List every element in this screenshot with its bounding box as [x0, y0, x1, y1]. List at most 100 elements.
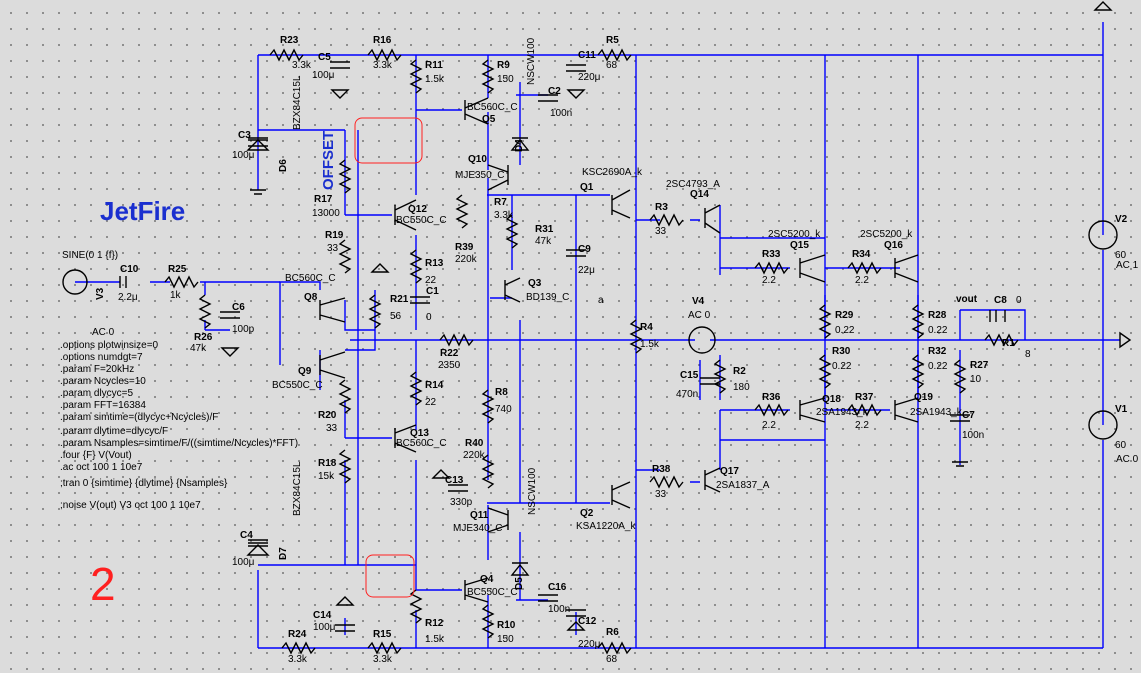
component-ref: D5 — [514, 577, 525, 590]
component-value: NSCW100 — [526, 37, 537, 85]
component-ref: C3 — [238, 130, 251, 141]
component-value: 2.2μ — [118, 292, 138, 303]
component-ref: R36 — [762, 392, 781, 403]
component-ref: Q4 — [480, 574, 494, 585]
component-ref: R18 — [318, 458, 337, 469]
component-ref: R27 — [970, 360, 989, 371]
component-value: 3.3k — [373, 654, 393, 665]
component-ref: R15 — [373, 629, 392, 640]
component-value: 56 — [390, 311, 402, 322]
component-value: 2.2 — [762, 420, 776, 431]
component-value: BC560C_C — [396, 438, 447, 449]
component-value: 0 — [1016, 295, 1022, 306]
component-value: KSC2690A_k — [582, 167, 643, 178]
component-value: 13000 — [312, 208, 340, 219]
component-ref: R3 — [655, 202, 668, 213]
component-value: 100μ — [232, 557, 255, 568]
component-value: BZX84C15L — [292, 75, 303, 130]
component-ref: D6 — [278, 159, 289, 172]
component-value: 3.3k — [373, 60, 393, 71]
spice-directive: .options plotwinsize=0 — [60, 340, 159, 351]
component-value: 1k — [170, 290, 182, 301]
component-ref: R13 — [425, 258, 444, 269]
spice-directive: ;noise V(out) V3 oct 100 1 10e7 — [60, 500, 201, 511]
component-ref: R28 — [928, 310, 947, 321]
component-value: 150 — [497, 74, 514, 85]
component-value: 68 — [606, 60, 618, 71]
component-ref: R30 — [832, 346, 851, 357]
component-value: 33 — [655, 226, 667, 237]
schematic-title: JetFire — [100, 196, 185, 226]
component-ref: Q11 — [470, 510, 489, 521]
spice-directive: .param Nsamples=simtime/F/((simtime/Ncyc… — [60, 438, 298, 449]
component-ref: Q10 — [468, 154, 487, 165]
component-value: 22μ — [578, 265, 595, 276]
component-value: BC560C_C — [467, 102, 518, 113]
component-ref: R9 — [497, 60, 510, 71]
component-ref: C10 — [120, 264, 139, 275]
component-value: 3.3k — [288, 654, 308, 665]
component-ref: Q16 — [884, 240, 903, 251]
component-ref: C1 — [426, 286, 439, 297]
component-value: 68 — [606, 654, 618, 665]
component-ref: C13 — [445, 475, 464, 486]
component-value: 330p — [450, 497, 473, 508]
spice-directive: .param simtime=(dlycyc+Ncycles)/F — [60, 412, 218, 423]
component-value: AC 0 — [688, 310, 711, 321]
component-value: 2SC4793_A — [666, 179, 720, 190]
component-value: NSCW100 — [527, 467, 538, 515]
component-ref: C7 — [962, 410, 975, 421]
component-ref: R31 — [535, 224, 554, 235]
component-ref: Q18 — [822, 394, 841, 405]
component-value: 60 — [1115, 440, 1127, 451]
page-number: 2 — [90, 558, 116, 610]
spice-directives: .options plotwinsize=0.options numdgt=7.… — [60, 340, 298, 511]
component-ref: R40 — [465, 438, 484, 449]
component-value: 1.5k — [425, 634, 445, 645]
component-ref: C4 — [240, 530, 253, 541]
component-value: 180 — [733, 382, 750, 393]
component-ref: Q9 — [298, 366, 312, 377]
component-ref: R5 — [606, 35, 619, 46]
component-ref: R34 — [852, 249, 871, 260]
component-ref: V4 — [692, 296, 705, 307]
component-ref: C12 — [578, 616, 597, 627]
highlight-box-bottom — [365, 554, 415, 598]
component-value: MJE350_C — [455, 170, 504, 181]
component-ref: R4 — [640, 322, 653, 333]
component-value: 470n — [676, 389, 698, 400]
component-ref: C11 — [578, 50, 596, 61]
wires — [75, 22, 1120, 649]
spice-directive: .param FFT=16384 — [60, 400, 146, 411]
component-ref: C9 — [578, 244, 591, 255]
component-value: 60 — [1115, 250, 1127, 261]
component-value: 220k — [463, 450, 486, 461]
component-ref: Q15 — [790, 240, 809, 251]
component-ref: R29 — [835, 310, 854, 321]
spice-directive: .four {F} V(Vout) — [60, 450, 132, 461]
component-ref: C8 — [994, 295, 1007, 306]
component-ref: R1 — [1002, 338, 1015, 349]
component-value: 100n — [548, 604, 570, 615]
component-ref: R32 — [928, 346, 947, 357]
component-value: 10 — [970, 374, 982, 385]
component-value: 22 — [425, 275, 437, 286]
component-ref: R7 — [494, 197, 507, 208]
component-ref: R33 — [762, 249, 781, 260]
spice-directive: .param dlycyc=5 — [60, 388, 134, 399]
component-value: 33 — [655, 489, 667, 500]
component-ref: Q3 — [528, 278, 542, 289]
component-value: 150 — [497, 634, 514, 645]
component-value: 2SC5200_k — [768, 229, 821, 240]
component-ref: R39 — [455, 242, 474, 253]
highlight-box-top — [354, 117, 423, 164]
component-value: BD139_C — [526, 292, 569, 303]
component-ref: R37 — [855, 392, 874, 403]
component-value: 100p — [232, 324, 255, 335]
component-value: 0 — [426, 312, 432, 323]
component-ref: R26 — [194, 332, 213, 343]
component-ref: V2 — [1115, 214, 1128, 225]
component-value: 100n — [962, 430, 984, 441]
